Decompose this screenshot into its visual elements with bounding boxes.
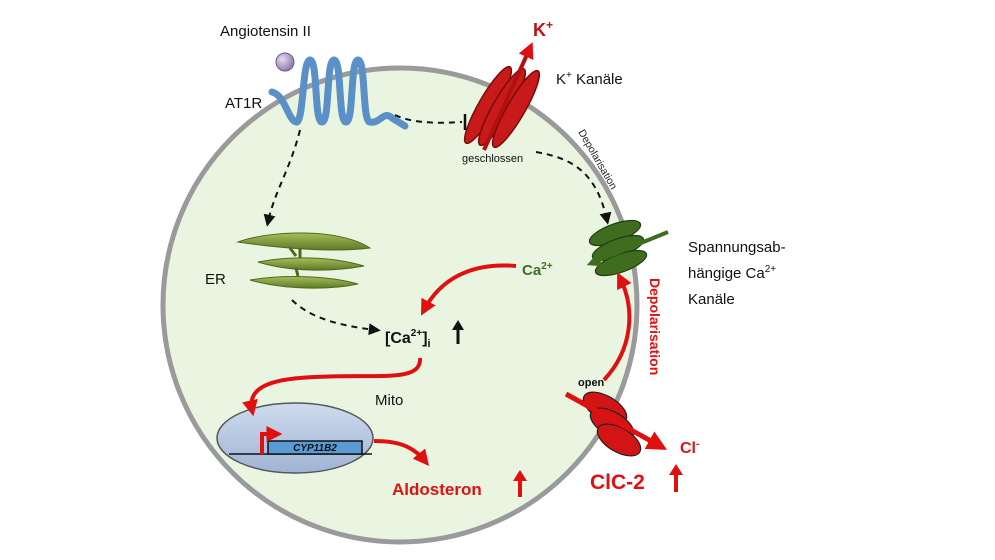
angiotensin-ligand — [275, 52, 295, 72]
open-label: open — [578, 377, 605, 389]
mito-label: Mito — [375, 392, 403, 409]
at1r-to-er-arrow — [263, 129, 301, 227]
ca-influx-arrow — [586, 230, 669, 267]
depolarisation-right-label: Depolarisation — [647, 278, 663, 375]
k-efflux-arrow — [482, 42, 534, 151]
at1r-receptor — [268, 56, 409, 130]
at1r-to-k-inhibit — [394, 114, 463, 124]
gene-to-aldosteron-arrow — [373, 439, 430, 466]
ca-up-arrow — [452, 320, 464, 344]
er-label: ER — [205, 271, 226, 288]
geschlossen-label: geschlossen — [462, 153, 523, 165]
cell-membrane — [160, 65, 640, 545]
k-ion-label: K+ — [533, 18, 553, 40]
k-to-ca-arrow — [535, 151, 612, 225]
clc2-label: ClC-2 — [590, 471, 645, 494]
nucleus — [216, 402, 374, 474]
angiotensin-label: Angiotensin II — [220, 23, 311, 40]
ca-ext-label: Ca2+ — [522, 261, 553, 279]
aldosteron-label: Aldosteron — [392, 480, 482, 499]
promoter-arrow — [260, 426, 283, 454]
gene-box — [267, 440, 363, 455]
er-organelle — [236, 232, 372, 289]
aldosteron-up-arrow — [513, 470, 527, 497]
cl-label: Cl- — [680, 439, 699, 457]
at1r-label: AT1R — [225, 95, 262, 112]
clc2-up-arrow — [669, 464, 683, 492]
vgcc-label: Spannungsab- hängige Ca2+ Kanäle — [688, 239, 790, 308]
clc2-to-ca-depol-arrow — [602, 272, 632, 382]
ca-to-cai-arrow — [420, 263, 517, 316]
gene-label: CYP11B2 — [293, 443, 337, 454]
ca-intracellular-label: [Ca2+]i — [385, 328, 431, 350]
cai-to-nucleus-arrow — [242, 357, 423, 417]
cl-efflux-arrow — [564, 391, 668, 450]
k-channels-label: K+ Kanäle — [556, 70, 623, 88]
er-to-ca-arrow — [291, 299, 381, 336]
